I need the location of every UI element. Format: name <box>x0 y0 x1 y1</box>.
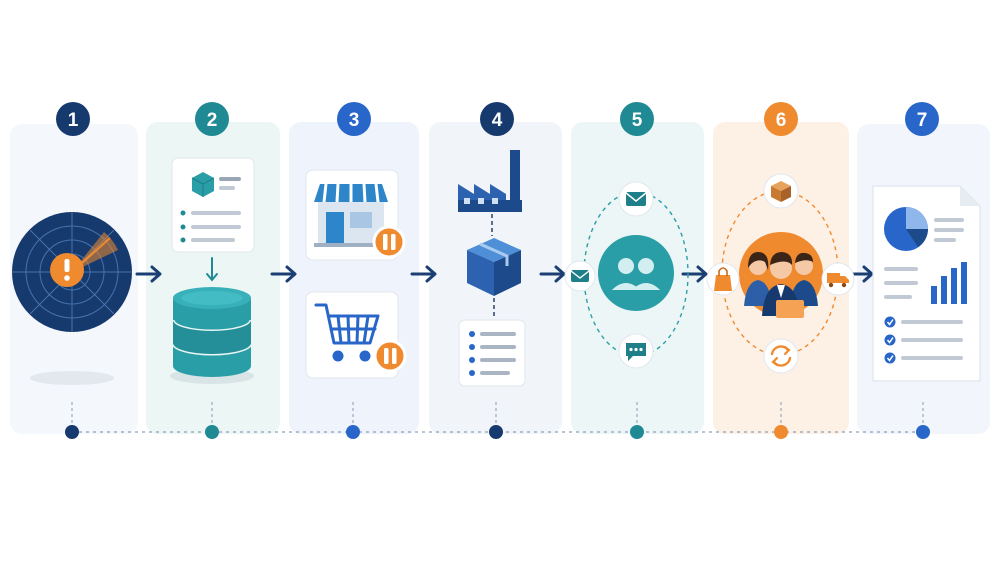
refresh-icon <box>763 338 799 374</box>
step-badges: 1 2 3 4 5 6 7 <box>56 102 939 136</box>
shopping-cart-icon <box>314 303 380 362</box>
step-4-number: 4 <box>492 110 503 131</box>
timeline-dot <box>65 425 79 439</box>
step-5-badge: 5 <box>620 102 654 136</box>
document-card-icon <box>171 157 255 253</box>
alert-icon <box>50 253 84 287</box>
pause-icon <box>372 225 406 259</box>
shopping-bag-icon <box>706 262 740 296</box>
pie-chart-icon <box>884 207 928 251</box>
step-5-number: 5 <box>632 110 643 131</box>
storefront-card <box>305 169 406 261</box>
storefront-icon <box>314 183 388 247</box>
timeline-dot <box>630 425 644 439</box>
customers-icon <box>739 232 823 318</box>
timeline-dot <box>489 425 503 439</box>
step-3-content <box>305 169 407 379</box>
team-icon <box>598 235 674 311</box>
step-1-content <box>12 212 132 385</box>
email-icon <box>564 260 596 292</box>
step-7-number: 7 <box>917 110 928 131</box>
arrow-right-icon <box>270 265 297 283</box>
step-7-badge: 7 <box>905 102 939 136</box>
timeline-dot <box>916 425 930 439</box>
step-2-badge: 2 <box>195 102 229 136</box>
step-6-number: 6 <box>776 110 787 131</box>
package-icon <box>467 238 521 296</box>
step-4-badge: 4 <box>480 102 514 136</box>
bar-chart-icon <box>931 262 967 304</box>
step-2-content <box>170 157 255 384</box>
delivery-truck-icon <box>821 262 855 296</box>
checklist-icon <box>458 319 526 387</box>
timeline-dot <box>774 425 788 439</box>
step-7-content <box>872 185 981 382</box>
report-document-icon <box>872 185 981 382</box>
step-1-number: 1 <box>68 110 79 131</box>
shopping-cart-card <box>305 291 407 379</box>
pause-icon <box>373 339 407 373</box>
step-4-content <box>458 150 526 387</box>
box-icon <box>763 173 799 209</box>
step-1-badge: 1 <box>56 102 90 136</box>
email-icon <box>618 181 654 217</box>
step-connectors <box>135 265 874 283</box>
arrow-right-icon <box>135 265 162 283</box>
arrow-down-icon <box>206 257 218 282</box>
arrow-right-icon <box>539 265 566 283</box>
database-icon <box>170 287 254 384</box>
arrow-right-icon <box>410 265 437 283</box>
step-3-number: 3 <box>349 110 360 131</box>
checklist-icon <box>884 316 963 364</box>
timeline <box>65 402 930 439</box>
step-2-number: 2 <box>207 110 218 131</box>
radar-shadow <box>30 371 114 385</box>
step-3-badge: 3 <box>337 102 371 136</box>
timeline-dot <box>346 425 360 439</box>
step-3-panel <box>289 122 419 434</box>
arrow-right-icon <box>681 265 708 283</box>
step-6-content <box>706 173 855 374</box>
step-5-content <box>564 181 689 369</box>
factory-icon <box>458 150 522 212</box>
chat-icon <box>618 333 654 369</box>
step-6-badge: 6 <box>764 102 798 136</box>
timeline-dot <box>205 425 219 439</box>
